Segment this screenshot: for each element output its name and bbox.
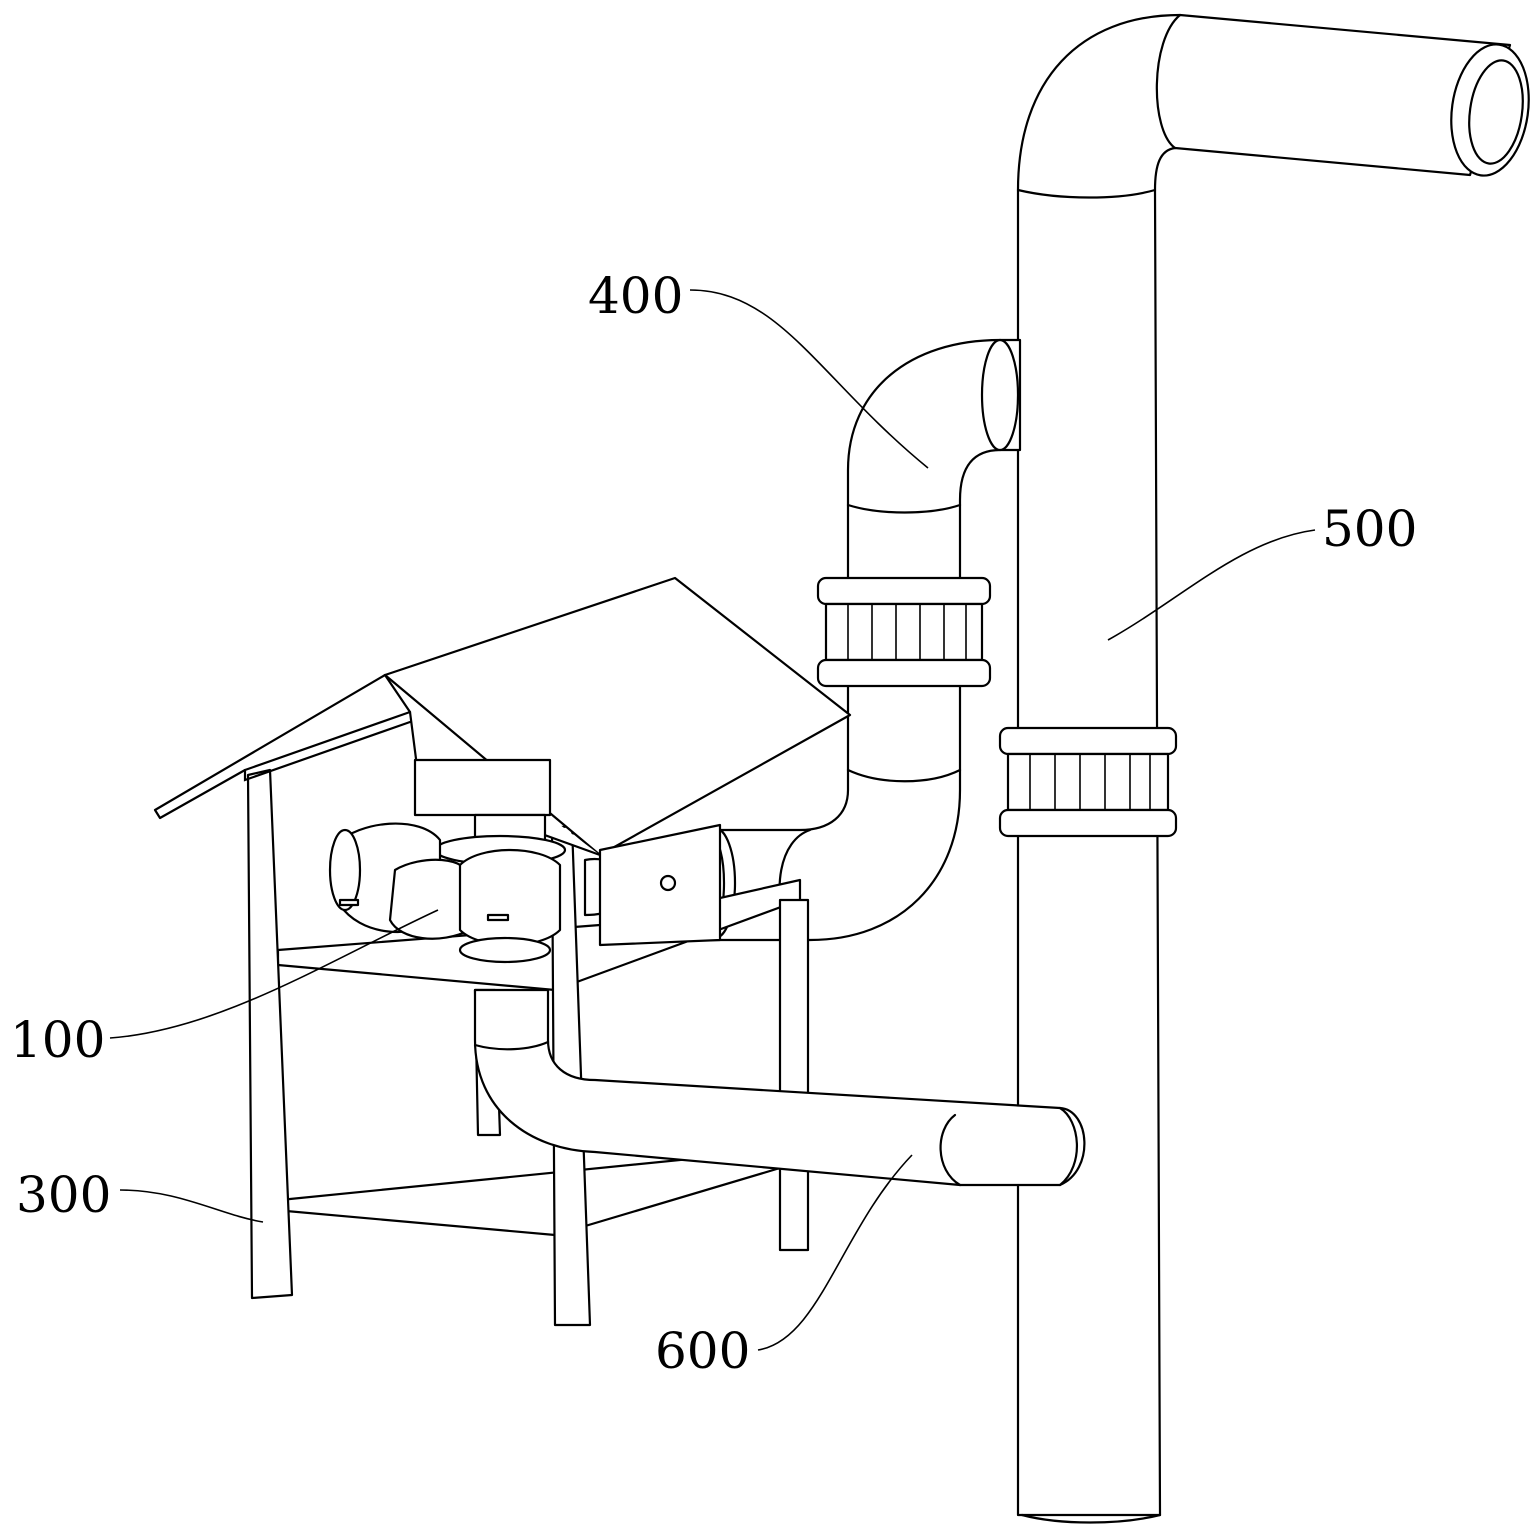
label-600: 600 <box>655 1322 750 1380</box>
label-400: 400 <box>588 267 683 325</box>
label-300: 300 <box>16 1166 111 1224</box>
flange-outlet-pipe <box>818 578 990 686</box>
label-100: 100 <box>10 1011 105 1069</box>
label-500: 500 <box>1322 500 1417 558</box>
flange-main-pipe <box>1000 728 1176 836</box>
